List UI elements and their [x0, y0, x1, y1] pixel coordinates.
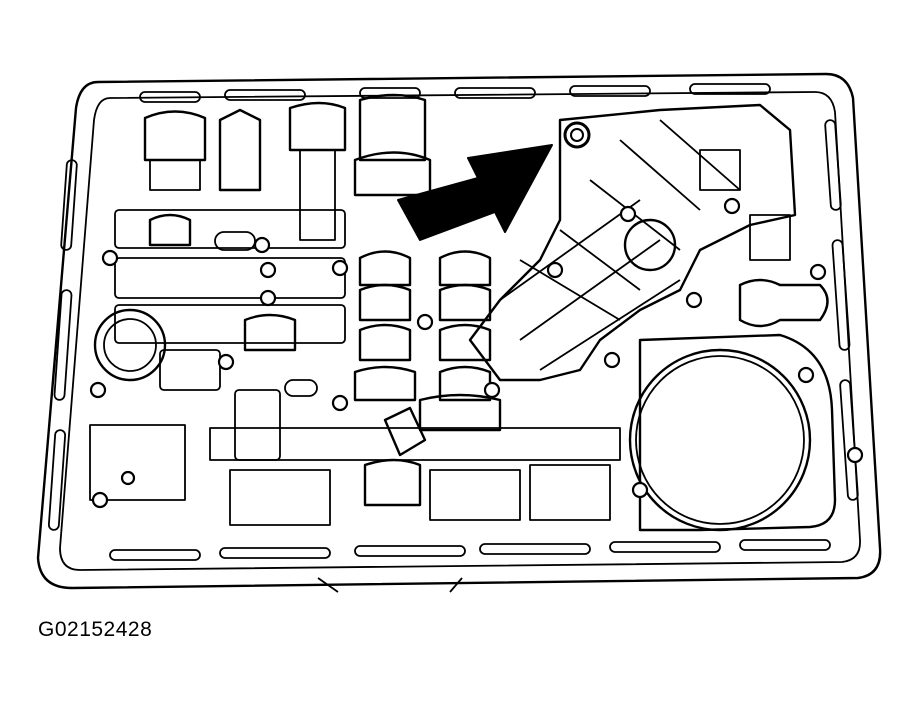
target-bolt	[563, 121, 591, 149]
accumulator-bore	[628, 333, 837, 532]
upper-spools	[143, 93, 432, 241]
valve-body-outline	[36, 72, 882, 590]
indicator-arrow-icon	[397, 144, 553, 241]
lower-passages	[89, 406, 621, 526]
figure-code: G02152428	[38, 618, 153, 641]
perimeter-slots	[47, 83, 859, 561]
leader-lines	[317, 577, 463, 593]
right-spool	[738, 278, 829, 328]
valve-body-inner-outline	[59, 91, 861, 571]
bolt-holes	[89, 197, 864, 509]
middle-spools	[114, 209, 502, 461]
passage-web	[468, 103, 797, 382]
left-bore	[93, 308, 167, 382]
